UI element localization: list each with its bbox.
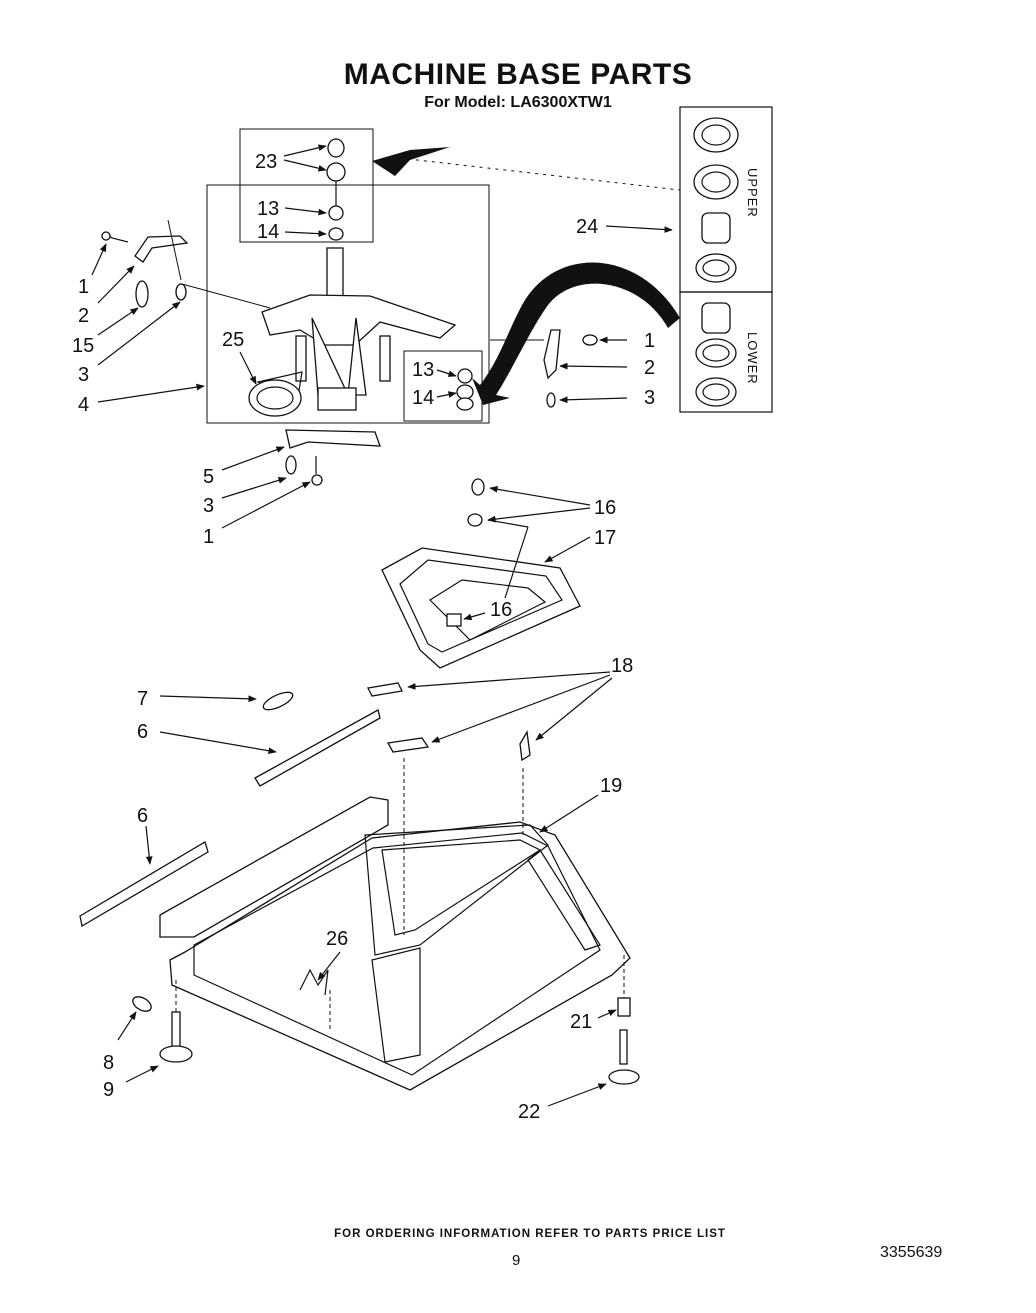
page-title: MACHINE BASE PARTS <box>343 58 693 91</box>
callout-4: 4 <box>78 394 89 416</box>
callout-22: 22 <box>518 1101 540 1123</box>
callout-15: 15 <box>72 335 94 357</box>
callout-13: 13 <box>412 359 434 381</box>
top-arrow <box>372 147 450 176</box>
mechanism-spider <box>181 247 457 411</box>
callout-6: 6 <box>137 805 148 827</box>
ordering-note: FOR ORDERING INFORMATION REFER TO PARTS … <box>334 1228 726 1240</box>
right-bracket-parts <box>490 329 598 408</box>
callout-2: 2 <box>644 357 655 379</box>
callout-3: 3 <box>78 364 89 386</box>
callout-3: 3 <box>644 387 655 409</box>
left-bracket-parts <box>101 219 189 308</box>
callout-24: 24 <box>576 216 598 238</box>
bearing-pair-lower <box>456 368 474 411</box>
callout-25: 25 <box>222 329 244 351</box>
upper-label: UPPER <box>745 168 760 218</box>
callout-9: 9 <box>103 1079 114 1101</box>
leader-lines <box>91 144 673 1107</box>
model-subtitle: For Model: LA6300XTW1 <box>424 94 612 111</box>
lower-label: LOWER <box>745 332 760 385</box>
lower-bracket-parts <box>285 429 381 486</box>
callout-1: 1 <box>644 330 655 352</box>
leveling-legs <box>132 955 640 1085</box>
callout-18: 18 <box>611 655 633 677</box>
callout-1: 1 <box>78 276 89 298</box>
callout-16: 16 <box>490 599 512 621</box>
callout-23: 23 <box>255 151 277 173</box>
callout-numbers: 23 13 14 24 1 2 15 3 25 4 13 14 1 2 3 5 … <box>72 151 655 1123</box>
callout-1: 1 <box>203 526 214 548</box>
callout-16: 16 <box>594 497 616 519</box>
callout-6: 6 <box>137 721 148 743</box>
callout-8: 8 <box>103 1052 114 1074</box>
suspension-frame-17 <box>381 478 581 669</box>
callout-21: 21 <box>570 1011 592 1033</box>
callout-2: 2 <box>78 305 89 327</box>
callout-26: 26 <box>326 928 348 950</box>
page-number: 9 <box>512 1252 521 1269</box>
callout-19: 19 <box>600 775 622 797</box>
seal-kit-inset: UPPER LOWER <box>399 106 773 413</box>
seal-ring-25 <box>248 371 303 417</box>
callout-14: 14 <box>257 221 279 243</box>
callout-5: 5 <box>203 466 214 488</box>
reference-arrow <box>472 262 680 405</box>
bearing-stack <box>326 138 346 241</box>
spindle-assembly-box <box>206 128 490 424</box>
callout-14: 14 <box>412 387 434 409</box>
callout-3: 3 <box>203 495 214 517</box>
hardware-18-7-6 <box>79 682 531 928</box>
document-number: 3355639 <box>880 1244 943 1261</box>
base-frame-19 <box>159 758 631 1091</box>
callout-13: 13 <box>257 198 279 220</box>
callout-17: 17 <box>594 527 616 549</box>
callout-7: 7 <box>137 688 148 710</box>
